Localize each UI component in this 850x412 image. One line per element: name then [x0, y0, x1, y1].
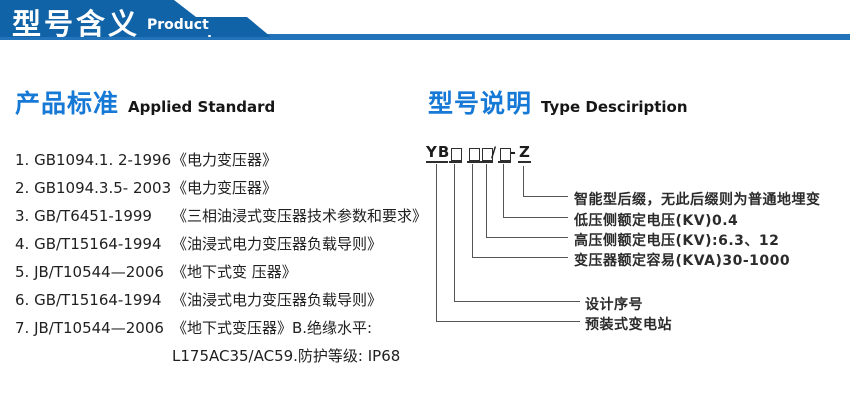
code-box-rated-capacity — [469, 148, 480, 161]
applied-standard-heading: 产品标准 Applied Standard — [15, 84, 275, 120]
model-code-dash: - — [510, 145, 516, 161]
page-subtitle: Product parameters — [147, 17, 239, 49]
underline-mark — [480, 161, 493, 163]
page-title: 型号含义 — [12, 7, 141, 41]
connector-line — [472, 164, 473, 257]
standard-title: 《电力变压器》 — [172, 179, 278, 197]
standard-item: 7. JB/T10544—2006 《地下式变压器》B.绝缘水平: — [15, 314, 440, 342]
model-code-prefix: YB — [426, 143, 451, 161]
type-description-heading-en: Type Desciription — [541, 98, 688, 116]
standard-code: 5. JB/T10544—2006 — [15, 263, 164, 281]
connector-line — [454, 164, 455, 301]
standard-code: 4. GB/T15164-1994 — [15, 235, 162, 253]
standard-item: 2. GB1094.3.5- 2003 《电力变压器》 — [15, 174, 440, 202]
connector-line — [436, 321, 580, 322]
standard-code: 1. GB1094.1. 2-1996 — [15, 151, 172, 169]
standard-item: 6. GB/T15164-1994 《油浸式电力变压器负载导则》 — [15, 286, 440, 314]
standard-item: 5. JB/T10544—2006 《地下式变 压器》 — [15, 258, 440, 286]
code-box-lv-voltage — [500, 148, 511, 161]
standard-title: 《电力变压器》 — [172, 151, 278, 169]
type-description-heading: 型号说明 Type Desciription — [428, 84, 688, 120]
model-code-slash: / — [491, 145, 497, 161]
standards-list: 1. GB1094.1. 2-1996 《电力变压器》 2. GB1094.3.… — [15, 146, 440, 370]
standard-title: 《油浸式电力变压器负载导则》 — [172, 235, 383, 253]
connector-line — [436, 164, 437, 321]
code-box-hv-voltage — [482, 148, 493, 161]
header-strip — [0, 34, 850, 40]
underline-mark — [518, 161, 531, 163]
standard-code: 3. GB/T6451-1999 — [15, 207, 152, 225]
standard-code: 2. GB1094.3.5- 2003 — [15, 179, 172, 197]
connector-line — [503, 217, 568, 218]
connector-line — [454, 301, 580, 302]
label-rated-capacity: 变压器额定容易(KVA)30-1000 — [574, 253, 791, 269]
underline-mark — [426, 161, 448, 163]
connector-line — [486, 164, 487, 237]
label-lv-rated-voltage: 低压侧额定电压(KV)0.4 — [574, 213, 739, 229]
standard-item: 4. GB/T15164-1994 《油浸式电力变压器负载导则》 — [15, 230, 440, 258]
underline-mark — [467, 161, 480, 163]
label-design-serial: 设计序号 — [585, 297, 643, 313]
standard-continuation: L175AC35/AC59.防护等级: IP68 — [172, 347, 401, 365]
connector-line — [472, 257, 568, 258]
label-hv-rated-voltage: 高压侧额定电压(KV):6.3、12 — [574, 233, 780, 249]
standard-title: 《三相油浸式变压器技术参数和要求》 — [172, 207, 428, 225]
type-description-heading-cn: 型号说明 — [428, 89, 533, 118]
header-banner: 型号含义 Product parameters — [0, 0, 271, 37]
label-smart-suffix: 智能型后缀，无此后缀则为普通地埋变 — [574, 192, 821, 208]
standard-code: 6. GB/T15164-1994 — [15, 291, 162, 309]
applied-standard-heading-en: Applied Standard — [128, 98, 276, 116]
connector-line — [523, 166, 524, 196]
connector-line — [523, 196, 568, 197]
standard-code: 7. JB/T10544—2006 — [15, 319, 164, 337]
label-prefabricated-substation: 预装式变电站 — [585, 317, 672, 333]
code-box-design-serial — [451, 148, 462, 161]
model-code-suffix: Z — [519, 143, 530, 161]
standard-title: 《地下式变压器》B.绝缘水平: — [172, 319, 373, 337]
connector-line — [503, 164, 504, 217]
standard-item: 3. GB/T6451-1999 《三相油浸式变压器技术参数和要求》 — [15, 202, 440, 230]
standard-title: 《油浸式电力变压器负载导则》 — [172, 291, 383, 309]
connector-line — [486, 237, 568, 238]
underline-mark — [449, 161, 462, 163]
standard-item: 1. GB1094.1. 2-1996 《电力变压器》 — [15, 146, 440, 174]
underline-mark — [498, 161, 511, 163]
applied-standard-heading-cn: 产品标准 — [15, 89, 120, 118]
standard-title: 《地下式变 压器》 — [172, 263, 297, 281]
